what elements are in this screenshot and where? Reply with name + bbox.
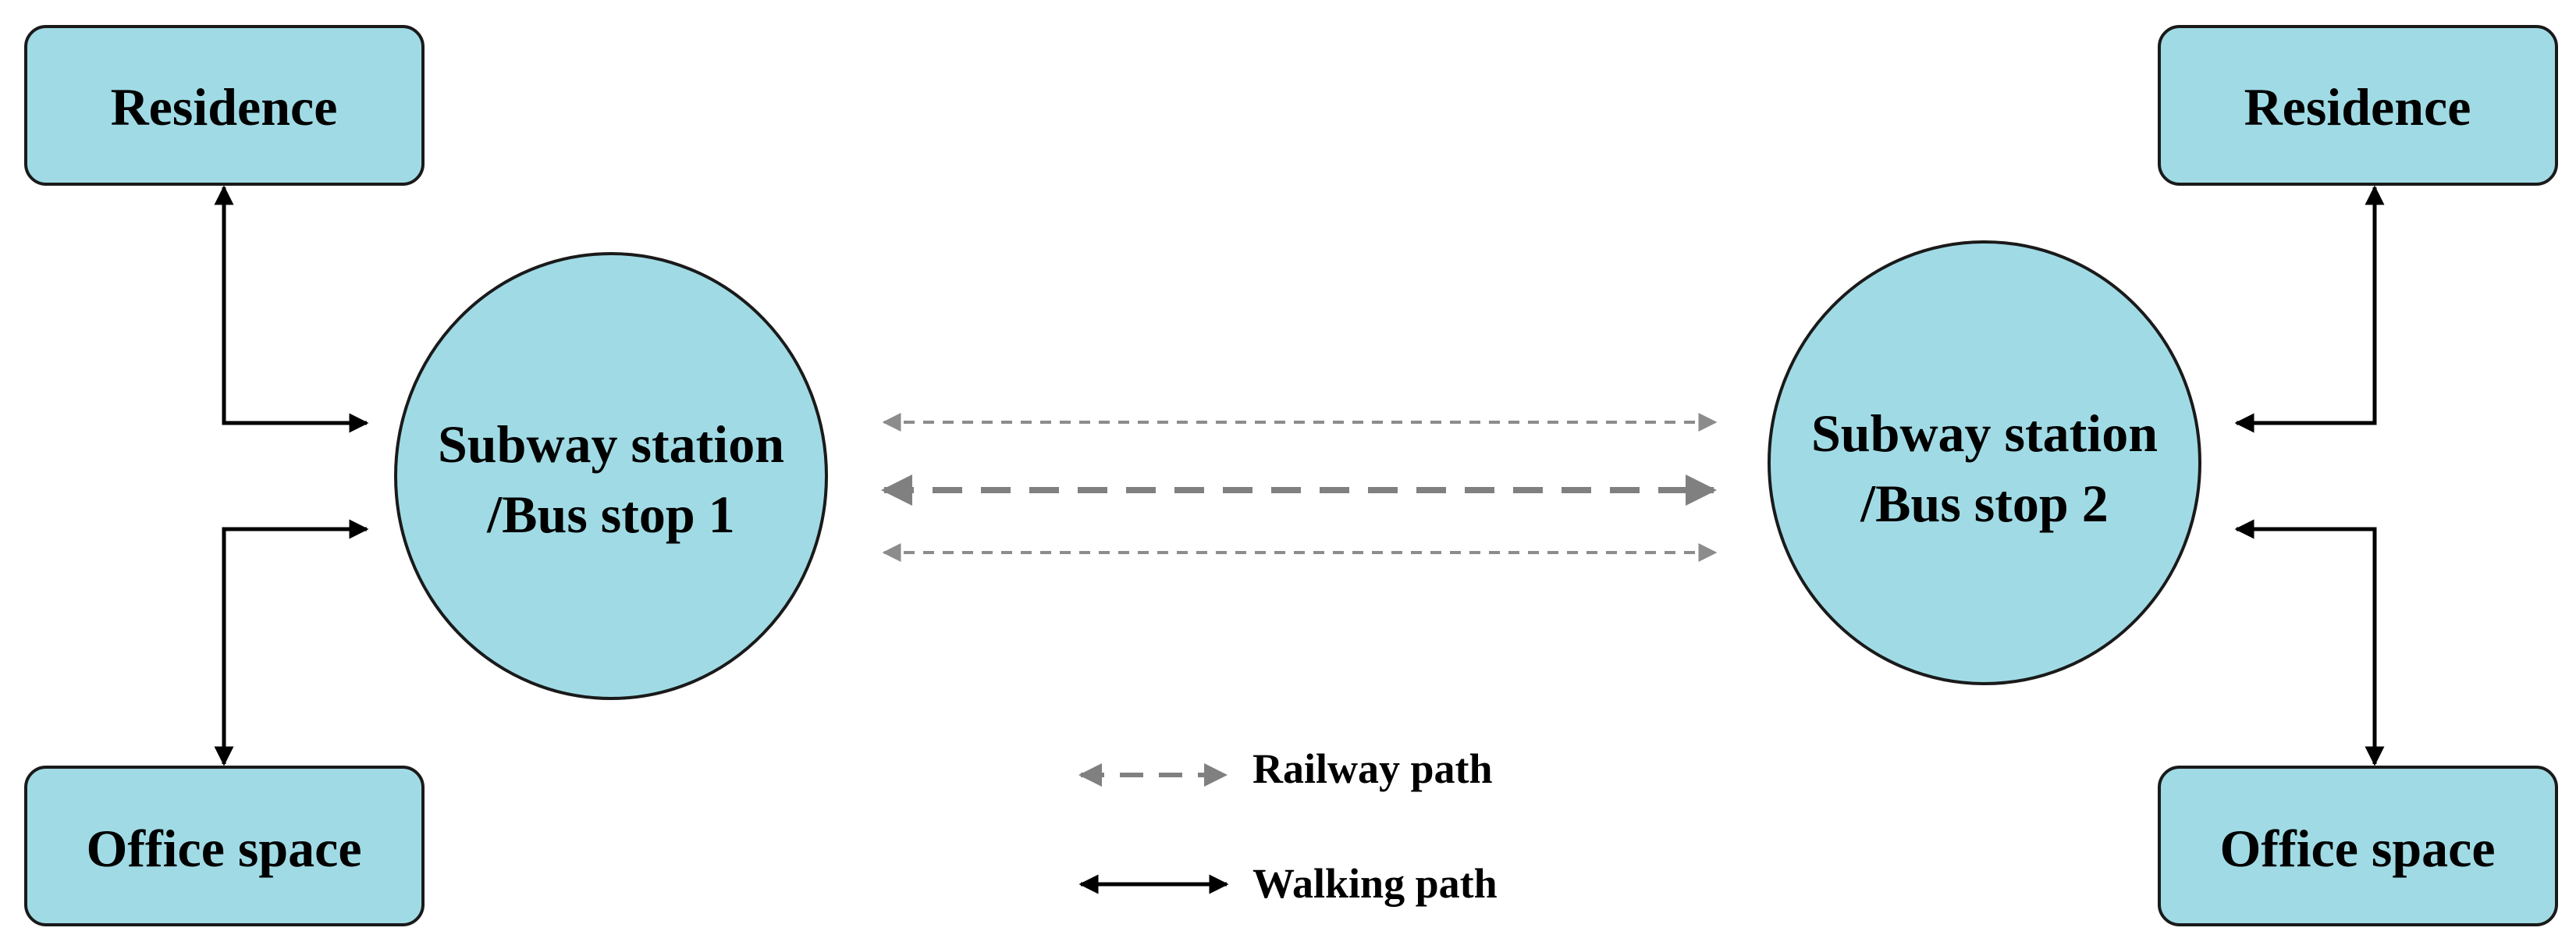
- office-label-left: Office space: [86, 819, 361, 878]
- office-node-left: Office space: [24, 766, 425, 926]
- legend-railway-label: Railway path: [1252, 745, 1493, 792]
- station-node-right: Subway station /Bus stop 2: [1768, 240, 2201, 685]
- office-node-right: Office space: [2158, 766, 2558, 926]
- station-node-left: Subway station /Bus stop 1: [394, 252, 828, 700]
- legend-railway: Railway path: [1078, 745, 1493, 792]
- legend-walking-label: Walking path: [1252, 860, 1498, 907]
- station-label-right-line2: /Bus stop 2: [1860, 474, 2108, 533]
- walking-path-office-left: [214, 519, 369, 766]
- walking-path-residence-left: [214, 185, 369, 433]
- legend-walking: Walking path: [1078, 860, 1498, 907]
- walking-path-residence-right: [2234, 185, 2385, 433]
- residence-label-left: Residence: [111, 77, 338, 137]
- walking-path-office-right: [2234, 519, 2385, 766]
- office-label-right: Office space: [2219, 819, 2495, 878]
- legend: Railway path Walking path: [1078, 745, 1498, 907]
- station-label-right-line1: Subway station: [1811, 403, 2158, 463]
- residence-node-left: Residence: [24, 25, 425, 186]
- station-label-left-line1: Subway station: [438, 414, 784, 474]
- station-label-left-line2: /Bus stop 1: [486, 485, 734, 544]
- residence-label-right: Residence: [2244, 77, 2471, 137]
- residence-node-right: Residence: [2158, 25, 2558, 186]
